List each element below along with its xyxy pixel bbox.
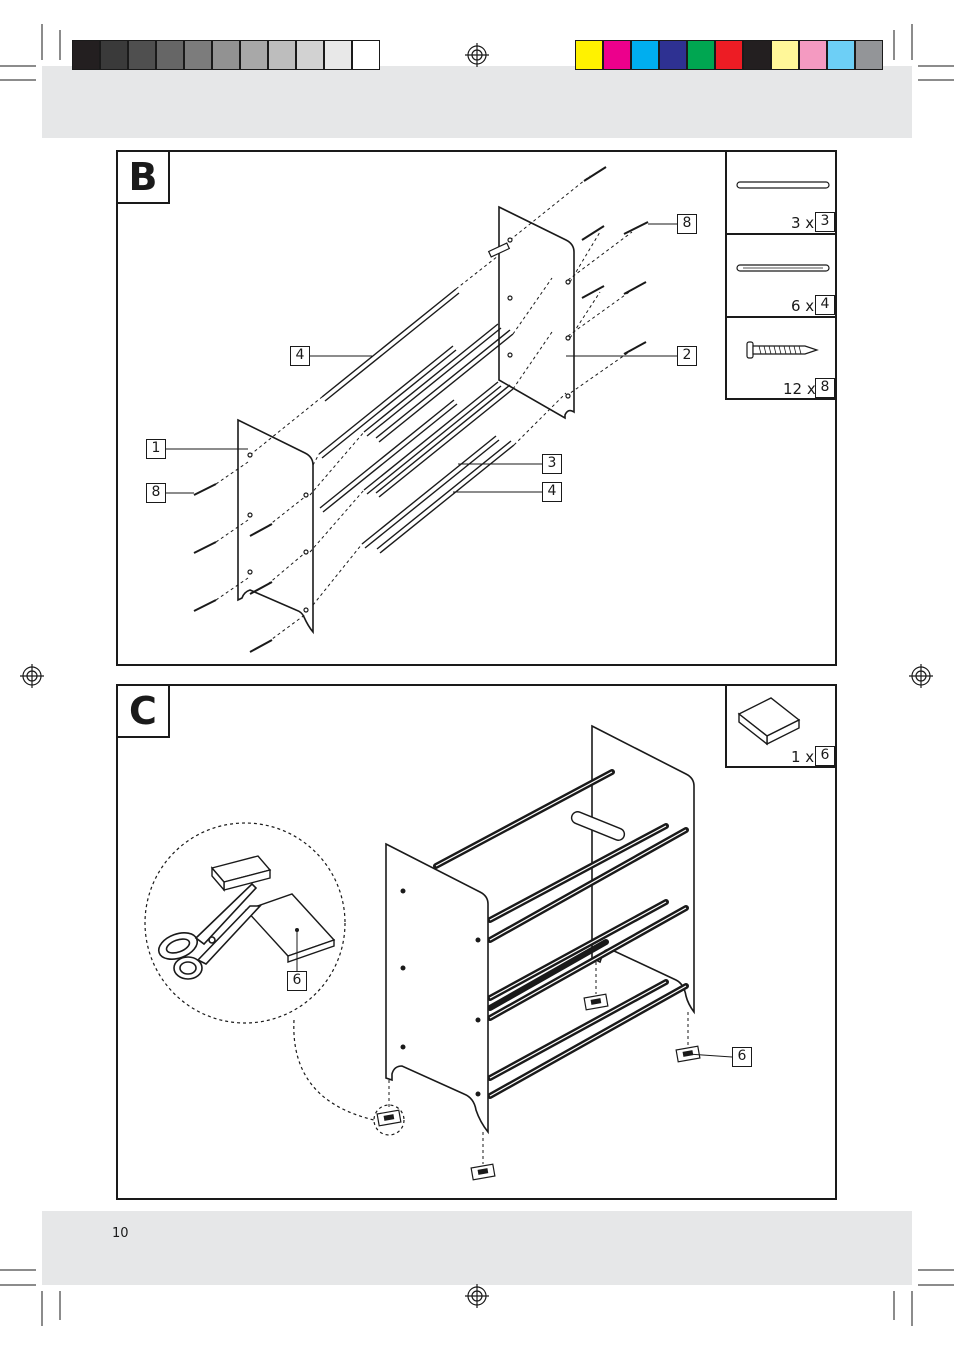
callout-6-right: 6 [732,1047,752,1067]
side-panel-back [592,726,694,1012]
step-c-parts-legend: 1 x 6 [725,684,837,768]
qty-label: 1 x [791,748,814,766]
callout-6-detail: 6 [287,971,307,991]
page-number: 10 [112,1226,129,1241]
side-panel-front [386,844,488,1132]
part-number: 6 [815,746,835,766]
